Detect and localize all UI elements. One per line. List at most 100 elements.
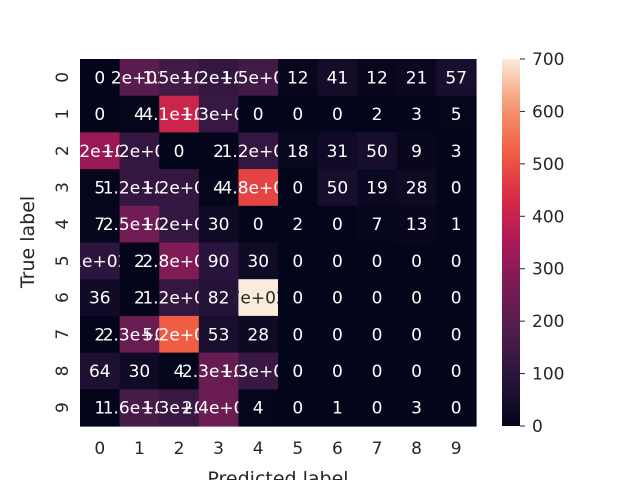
heatmap-cell-7-2	[159, 315, 200, 354]
cell-label-9-1: 1.6e+02	[103, 399, 176, 419]
heatmap-cell-4-3	[198, 205, 239, 244]
cell-label-2-6: 31	[327, 142, 349, 162]
cell-label-7-3: 53	[208, 325, 230, 345]
cell-label-1-6: 0	[332, 105, 343, 125]
heatmap-cell-2-1	[119, 132, 160, 170]
heatmap-cell-9-4	[238, 389, 279, 427]
cell-label-5-3: 90	[208, 252, 230, 272]
heatmap-cell-7-7	[357, 315, 398, 354]
colorbar-tick-300: 300	[532, 260, 564, 280]
heatmap-cell-0-8	[396, 59, 437, 97]
heatmap-cell-2-2	[159, 132, 200, 170]
heatmap-cell-4-1	[119, 205, 160, 244]
cell-label-8-4: 1.3e+02	[222, 362, 295, 382]
heatmap-cell-7-5	[278, 315, 319, 354]
cell-label-4-9: 1	[451, 215, 462, 235]
cell-label-9-6: 1	[332, 399, 343, 419]
cell-label-5-1: 2	[134, 252, 145, 272]
heatmap-cell-5-4	[238, 242, 279, 280]
heatmap-cell-3-6	[317, 169, 358, 207]
cell-label-1-4: 0	[253, 105, 264, 125]
cell-label-8-8: 0	[411, 362, 422, 382]
heatmap-cell-8-1	[119, 352, 160, 390]
heatmap-cell-8-5	[278, 352, 319, 390]
heatmap-cell-6-5	[278, 279, 319, 317]
cell-label-8-1: 30	[129, 362, 151, 382]
cell-label-6-1: 2	[134, 289, 145, 309]
cell-label-3-0: 5	[94, 178, 105, 198]
cell-label-3-9: 0	[451, 178, 462, 198]
y-tick-2: 2	[53, 145, 73, 156]
heatmap-cell-9-3	[198, 389, 239, 427]
cell-label-6-3: 82	[208, 289, 230, 309]
x-tick-5: 5	[292, 439, 303, 459]
cell-label-3-1: 1.2e+02	[103, 178, 176, 198]
cell-label-8-7: 0	[372, 362, 383, 382]
cell-label-4-2: 1.2e+02	[142, 215, 215, 235]
colorbar-tick-200: 200	[532, 312, 564, 332]
cell-label-0-8: 21	[406, 68, 428, 88]
heatmap-cell-1-1	[119, 95, 160, 133]
heatmap-cell-5-3	[198, 242, 239, 280]
cell-label-5-4: 30	[247, 252, 269, 272]
heatmap-cell-9-7	[357, 389, 398, 427]
heatmap-cell-0-6	[317, 59, 358, 97]
cell-label-5-8: 0	[411, 252, 422, 272]
heatmap-cell-3-4	[238, 169, 279, 207]
y-tick-5: 5	[53, 255, 73, 266]
cell-label-6-4: 7e+02	[230, 289, 287, 309]
heatmap-cell-2-4	[238, 132, 279, 170]
cell-label-6-8: 0	[411, 289, 422, 309]
heatmap-cell-1-7	[357, 95, 398, 133]
heatmap-cell-4-0	[80, 205, 121, 244]
cell-label-7-1: 2.3e+02	[103, 325, 176, 345]
heatmap-cell-9-6	[317, 389, 358, 427]
heatmap-cell-3-7	[357, 169, 398, 207]
heatmap-cell-5-2	[159, 242, 200, 280]
heatmap-cell-2-0	[80, 132, 121, 170]
heatmap-cell-8-9	[436, 352, 477, 390]
heatmap-cell-3-5	[278, 169, 319, 207]
cell-label-0-7: 12	[366, 68, 388, 88]
heatmap-cell-6-8	[396, 279, 437, 317]
cell-label-7-5: 0	[292, 325, 303, 345]
cell-label-7-7: 0	[372, 325, 383, 345]
cell-label-0-3: 1.2e+02	[182, 68, 255, 88]
heatmap-cell-1-2	[159, 95, 200, 133]
cell-label-4-4: 0	[253, 215, 264, 235]
colorbar	[502, 59, 520, 426]
heatmap-cell-9-0	[80, 389, 121, 427]
heatmap-cell-0-5	[278, 59, 319, 97]
heatmap-cell-4-2	[159, 205, 200, 244]
heatmap-cell-1-0	[80, 95, 121, 133]
colorbar-tick-700: 700	[532, 50, 564, 70]
cell-label-5-9: 0	[451, 252, 462, 272]
colorbar-tick-0: 0	[532, 417, 543, 437]
cell-label-5-5: 0	[292, 252, 303, 272]
cell-label-4-5: 2	[292, 215, 303, 235]
heatmap-cell-8-2	[159, 352, 200, 390]
cell-label-6-5: 0	[292, 289, 303, 309]
heatmap-cell-2-8	[396, 132, 437, 170]
heatmap-cell-3-3	[198, 169, 239, 207]
cell-label-8-0: 64	[89, 362, 111, 382]
heatmap-cell-0-9	[436, 59, 477, 97]
cell-label-6-6: 0	[332, 289, 343, 309]
cell-label-1-5: 0	[292, 105, 303, 125]
heatmap-cell-2-9	[436, 132, 477, 170]
heatmap-cell-3-8	[396, 169, 437, 207]
cell-label-2-1: 1.2e+02	[103, 142, 176, 162]
heatmap-cell-9-1	[119, 389, 160, 427]
cell-label-9-5: 0	[292, 399, 303, 419]
y-tick-8: 8	[53, 366, 73, 377]
y-tick-9: 9	[53, 402, 73, 413]
cell-label-1-8: 3	[411, 105, 422, 125]
heatmap-cell-0-7	[357, 59, 398, 97]
heatmap-cell-4-4	[238, 205, 279, 244]
cell-label-4-8: 13	[406, 215, 428, 235]
y-tick-7: 7	[53, 329, 73, 340]
heatmap-cell-1-3	[198, 95, 239, 133]
heatmap-cell-6-1	[119, 279, 160, 317]
